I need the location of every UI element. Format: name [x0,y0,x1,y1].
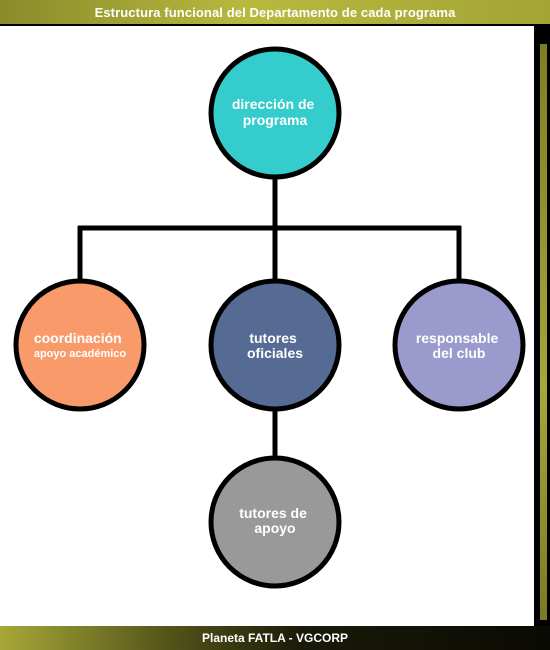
svg-text:coordinación apoyo acadé: coordinación apoyo académico [34,330,127,360]
node-responsable-line2: del club [433,345,486,361]
svg-text:responsable del club: responsable del club [416,330,502,361]
node-direccion-line2: programa [243,112,308,128]
svg-text:dirección de programa: dirección de programa [232,96,318,128]
node-tutores-apoyo-circle [208,455,342,589]
node-responsable-circle [392,278,526,412]
node-coordinacion: coordinación apoyo académico [13,278,147,412]
node-coordinacion-line1: coordinación [34,330,122,346]
node-tutores-apoyo-line2: apoyo [254,520,295,536]
org-chart: dirección de programa coordinación apoyo… [13,46,526,589]
header-divider [0,24,550,26]
page-header: Estructura funcional del Departamento de… [0,0,550,24]
node-coordinacion-circle [13,278,147,412]
header-title: Estructura funcional del Departamento de… [94,4,456,20]
node-tutores-apoyo-line1: tutores de [239,505,307,521]
node-direccion-line1: dirección de [232,96,315,112]
page-footer: Planeta FATLA - VGCORP [0,626,550,650]
svg-text:tutores de apoyo: tutores de apoyo [239,505,311,536]
node-direccion-circle [208,46,342,180]
footer-text: Planeta FATLA - VGCORP [201,631,348,645]
node-direccion: dirección de programa [208,46,342,180]
node-coordinacion-line2: apoyo académico [34,348,127,360]
node-responsable-line1: responsable [416,330,499,346]
node-tutores-oficiales: tutores oficiales [208,278,342,412]
node-tutores-apoyo: tutores de apoyo [208,455,342,589]
right-border-accent [540,44,547,620]
connectors [77,170,462,462]
node-tutores-oficiales-line1: tutores [249,330,297,346]
svg-text:tutores oficiales: tutores oficiales [247,330,303,361]
node-tutores-oficiales-circle [208,278,342,412]
node-tutores-oficiales-line2: oficiales [247,345,303,361]
node-responsable: responsable del club [392,278,526,412]
